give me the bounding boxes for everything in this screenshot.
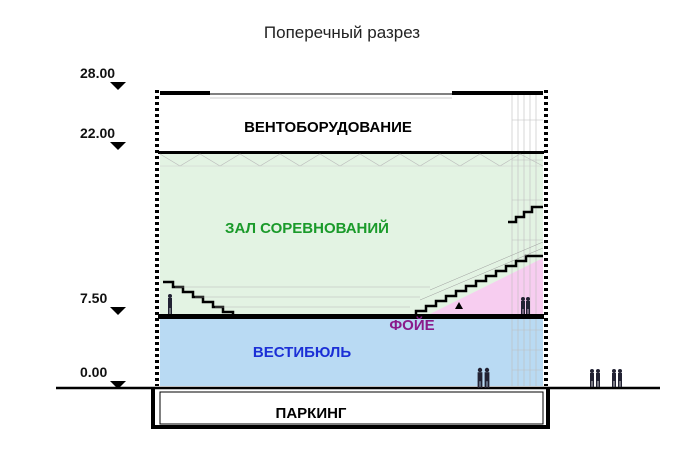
level-marker-0: 0.00 (80, 364, 126, 389)
lobby-label: ВЕСТИБЮЛЬ (253, 344, 351, 361)
right-facade-grid (511, 94, 543, 386)
right-stands (405, 241, 544, 318)
level-label-7: 7.50 (80, 290, 107, 306)
ground-and-parking (56, 386, 660, 429)
left-stands (163, 280, 430, 318)
level-marker-7: 7.50 (80, 290, 126, 315)
upper-balcony (508, 205, 543, 224)
foyer-label: ФОЙЕ (389, 316, 434, 334)
person-silhouettes (168, 294, 622, 388)
level-arrow-22 (110, 142, 126, 150)
diagram-title: Поперечный разрез (264, 23, 420, 42)
level-label-28: 28.00 (80, 65, 115, 81)
ventilation-label: ВЕНТОБОРУДОВАНИЕ (244, 119, 412, 136)
level-label-0: 0.00 (80, 364, 107, 380)
level-arrow-7 (110, 307, 126, 315)
truss-slab (158, 151, 544, 167)
ventilation-zone (160, 96, 543, 152)
hall-zone (160, 154, 543, 316)
level-marker-22: 22.00 (80, 125, 126, 150)
level-label-22: 22.00 (80, 125, 115, 141)
foyer-marker-icon (455, 302, 463, 309)
arena-floor-slab (158, 314, 544, 319)
level-arrow-28 (110, 82, 126, 90)
parking-label: ПАРКИНГ (276, 405, 347, 422)
hall-label: ЗАЛ СОРЕВНОВАНИЙ (225, 219, 389, 237)
level-marker-28: 28.00 (80, 65, 126, 90)
level-arrow-0 (110, 381, 126, 389)
roof (160, 91, 543, 99)
foyer-zone (430, 258, 543, 316)
